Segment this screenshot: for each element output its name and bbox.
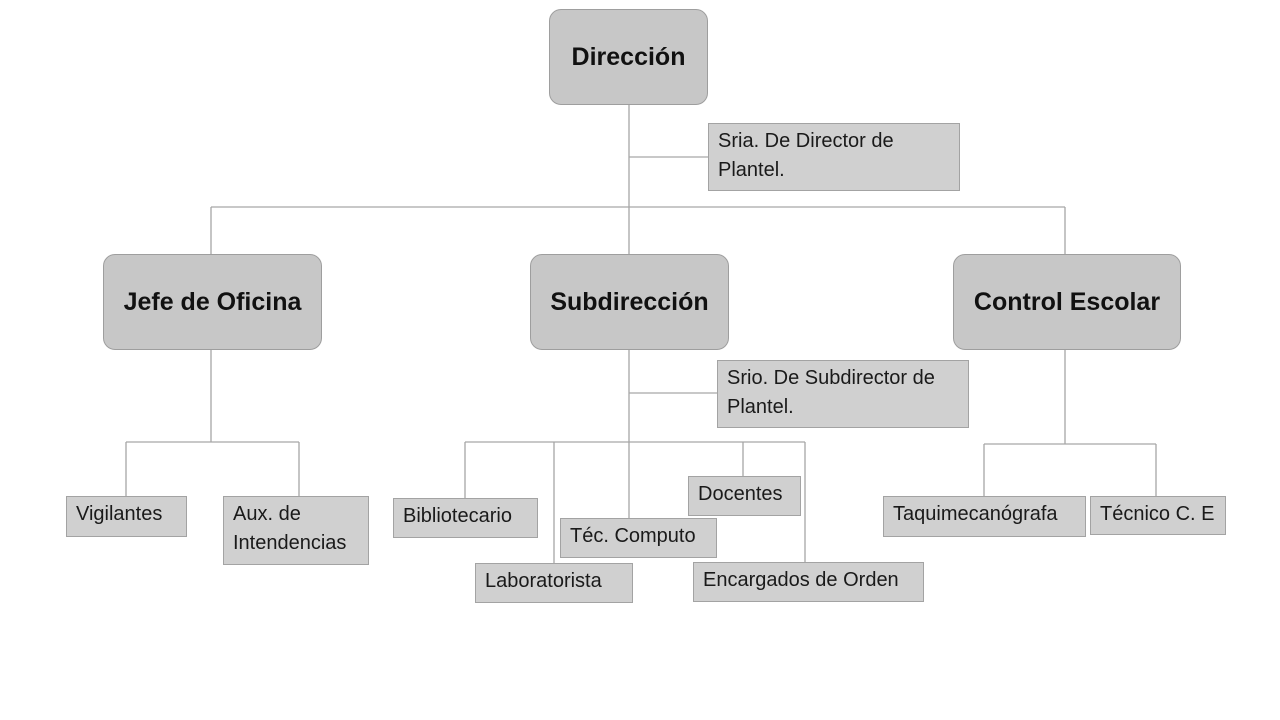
node-sria-director-line-2: Plantel. xyxy=(718,159,785,181)
node-jefe-oficina: Jefe de Oficina xyxy=(103,254,322,350)
node-control-escolar: Control Escolar xyxy=(953,254,1181,350)
node-srio-subdirector: Srio. De Subdirector de Plantel. xyxy=(717,360,969,428)
node-tecnico-ce: Técnico C. E xyxy=(1090,496,1226,535)
node-subdireccion: Subdirección xyxy=(530,254,729,350)
node-bibliotecario: Bibliotecario xyxy=(393,498,538,538)
node-srio-subdirector-line-1: Srio. De Subdirector de xyxy=(727,367,935,389)
node-vigilantes: Vigilantes xyxy=(66,496,187,537)
node-encargados-orden: Encargados de Orden xyxy=(693,562,924,602)
node-aux-intendencias: Aux. de Intendencias xyxy=(223,496,369,565)
node-direccion: Dirección xyxy=(549,9,708,105)
node-taquimecanografa: Taquimecanógrafa xyxy=(883,496,1086,537)
node-tec-computo: Téc. Computo xyxy=(560,518,717,558)
node-laboratorista: Laboratorista xyxy=(475,563,633,603)
node-aux-intendencias-line-2: Intendencias xyxy=(233,532,347,554)
node-docentes: Docentes xyxy=(688,476,801,516)
node-sria-director-line-1: Sria. De Director de xyxy=(718,130,894,152)
node-aux-intendencias-line-1: Aux. de xyxy=(233,503,301,525)
node-srio-subdirector-line-2: Plantel. xyxy=(727,396,794,418)
node-sria-director: Sria. De Director de Plantel. xyxy=(708,123,960,191)
